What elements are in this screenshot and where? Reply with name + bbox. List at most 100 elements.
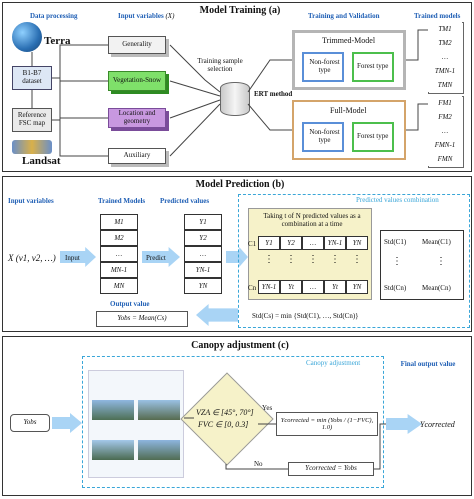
yval-item: YN <box>184 278 222 294</box>
fm-item: … <box>428 124 462 138</box>
tm-item: … <box>428 50 462 64</box>
auxiliary-box: Auxiliary <box>108 148 166 164</box>
b1b7-dataset-box: B1-B7 dataset <box>12 66 52 90</box>
b-trained-models-label: Trained Models <box>98 197 146 205</box>
c1-label: C1 <box>248 240 257 248</box>
yes-label: Yes <box>262 404 273 412</box>
to-combination-arrow <box>226 247 248 267</box>
panel-b-title: Model Prediction (b) <box>195 179 285 190</box>
ycorr-no-box: Ycorrected = Yobs <box>288 462 374 476</box>
trimmed-nonforest-box: Non-forest type <box>302 52 344 82</box>
row1-cell: … <box>302 236 324 250</box>
trimmed-model-label: Trimmed-Model <box>322 36 376 45</box>
trained-models-label: Trained models <box>414 12 461 20</box>
model-item: … <box>100 246 138 262</box>
reference-fsc-box: Reference FSC map <box>12 108 52 132</box>
earth-globe-icon <box>12 22 42 52</box>
rown-cell: YN <box>346 280 368 294</box>
row1-cell: YN <box>346 236 368 250</box>
ert-method-label: ERT method <box>254 90 293 98</box>
terra-label: Terra <box>44 35 71 47</box>
input-arrow-label: Input <box>65 254 80 262</box>
model-item: M2 <box>100 230 138 246</box>
fm-item: FM1 <box>428 96 462 110</box>
ycorr-yes-box: Ycorrected = min (Yobs / (1−FVC), 1.0) <box>276 412 378 436</box>
output-arrow <box>196 304 238 326</box>
fvc-condition: FVC ∈ [0, 0.3] <box>198 420 249 429</box>
b-input-variables-label: Input variables <box>8 197 54 205</box>
vza-condition: VZA ∈ [45°, 70°] <box>196 408 254 417</box>
final-output-label: Final output value <box>400 360 456 368</box>
predict-arrow-label: Predict <box>146 254 166 262</box>
cn-label: Cn <box>248 284 257 292</box>
vertical-dots: ⋮ <box>264 254 274 265</box>
canopy-photo <box>92 400 134 420</box>
combination-region <box>238 194 470 328</box>
std-min-formula: Std(Cs) = min {Std(C1), …, Std(Cn)} <box>252 312 359 320</box>
row1-cell: Y1 <box>258 236 280 250</box>
vertical-dots: ⋮ <box>330 254 340 265</box>
yval-item: Y1 <box>184 214 222 230</box>
model-item: MN-1 <box>100 262 138 278</box>
input-arrow <box>60 247 96 267</box>
ert-cylinder-icon <box>220 82 250 116</box>
output-value-label: Output value <box>110 300 150 308</box>
vertical-dots: ⋮ <box>286 254 296 265</box>
yval-item: YN-1 <box>184 262 222 278</box>
canopy-adjustment-label: Canopy adjustment <box>306 359 361 367</box>
canopy-photo-grid <box>88 370 184 478</box>
landsat-label: Landsat <box>22 155 61 167</box>
tm-item: TM1 <box>428 22 462 36</box>
tm-item: TMN <box>428 78 462 92</box>
model-item: MN <box>100 278 138 294</box>
tm-item: TM2 <box>428 36 462 50</box>
vertical-dots: ⋮ <box>308 254 318 265</box>
fm-item: FMN-1 <box>428 138 462 152</box>
tm-item: TMN-1 <box>428 64 462 78</box>
stats-dots: ⋮ <box>436 256 446 267</box>
vertical-dots: ⋮ <box>352 254 362 265</box>
training-sample-label: Training sample selection <box>197 57 243 73</box>
fm-item: FMN <box>428 152 462 166</box>
stats-dots: ⋮ <box>392 256 402 267</box>
dots-row: ⋮ ⋮ ⋮ ⋮ ⋮ <box>258 254 368 265</box>
final-arrow <box>386 414 422 434</box>
input-variables-label: Input variables (X) <box>118 12 175 20</box>
rown-cell: Yt <box>324 280 346 294</box>
mean-cn: Mean(Cn) <box>422 284 451 292</box>
rown-cell: … <box>302 280 324 294</box>
row1-cell: YN-1 <box>324 236 346 250</box>
yval-item: … <box>184 246 222 262</box>
rown-cell: YN-1 <box>258 280 280 294</box>
full-forest-box: Forest type <box>352 122 394 152</box>
yobs-arrow <box>52 413 82 433</box>
canopy-photo <box>92 440 134 460</box>
trimmed-forest-box: Forest type <box>352 52 394 82</box>
row1-cell: Y2 <box>280 236 302 250</box>
predict-arrow <box>142 247 180 267</box>
full-nonforest-box: Non-forest type <box>302 122 344 152</box>
ycorrected-output: Ycorrected <box>420 420 455 429</box>
x-expression: X (v1, v2, …) <box>8 253 56 263</box>
yval-item: Y2 <box>184 230 222 246</box>
panel-a-title: Model Training (a) <box>199 5 281 16</box>
fm-item: FM2 <box>428 110 462 124</box>
std-cn: Std(Cn) <box>384 284 407 292</box>
location-geometry-box: Location and geometry <box>108 108 166 128</box>
full-model-label: Full-Model <box>330 106 367 115</box>
model-item: M1 <box>100 214 138 230</box>
generality-box: Generality <box>108 36 166 54</box>
mean-c1: Mean(C1) <box>422 238 451 246</box>
stats-table <box>380 230 464 300</box>
yobs-input-box: Yobs <box>10 414 50 432</box>
combination-title: Predicted values combination <box>356 196 439 204</box>
taking-text: Taking t of N predicted values as a comb… <box>263 212 361 229</box>
landsat-satellite-icon <box>12 140 52 154</box>
predicted-values-label: Predicted values <box>160 197 210 205</box>
canopy-photo <box>138 440 180 460</box>
training-validation-label: Training and Validation <box>308 12 380 20</box>
rown-cell: Yt <box>280 280 302 294</box>
vegetation-snow-box: Vegetation-Snow <box>108 71 166 91</box>
